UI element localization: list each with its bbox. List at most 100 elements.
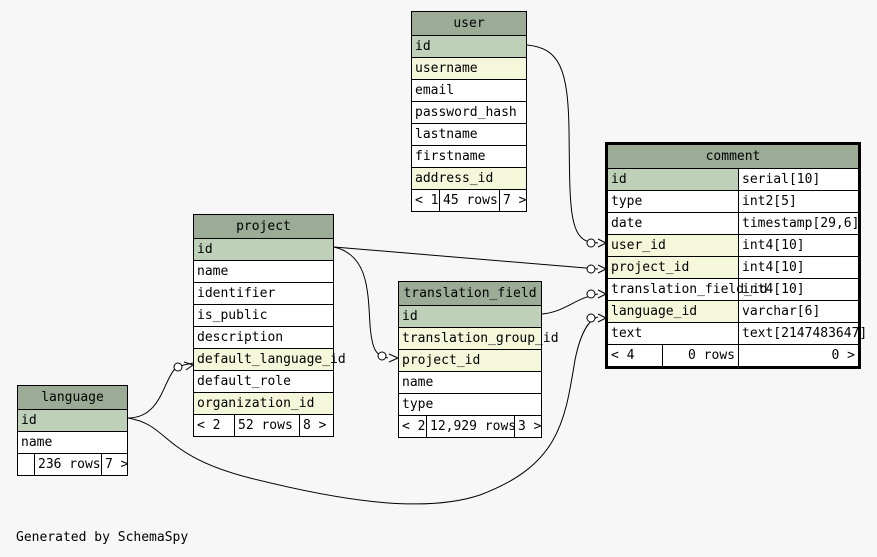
column-row[interactable]: project_id xyxy=(399,349,541,371)
column-row[interactable]: type xyxy=(399,393,541,415)
column-row[interactable]: username xyxy=(412,57,526,79)
column-name: id xyxy=(415,39,431,54)
column-row[interactable]: int4[10] translation_field_id xyxy=(608,278,858,300)
column-type: text[2147483647] xyxy=(738,323,867,344)
table-language[interactable]: language id name 236 rows 7 > xyxy=(17,385,128,476)
column-name: text xyxy=(611,326,643,341)
column-row[interactable]: name xyxy=(18,431,127,453)
column-row[interactable]: name xyxy=(194,260,333,282)
column-row[interactable]: organization_id xyxy=(194,392,333,414)
column-row[interactable]: id xyxy=(194,238,333,260)
column-name: name xyxy=(21,435,53,450)
column-name: default_language_id xyxy=(197,352,346,367)
column-name: date xyxy=(611,216,643,231)
zero-or-many-marker xyxy=(586,238,596,248)
crowfoot-marker xyxy=(183,361,194,371)
column-row[interactable]: is_public xyxy=(194,304,333,326)
column-name: id xyxy=(608,169,738,190)
parents-count[interactable]: < 2 xyxy=(402,419,426,434)
children-count[interactable]: 7 > xyxy=(101,454,128,475)
column-row[interactable]: default_language_id xyxy=(194,348,346,370)
table-footer: < 2 12,929 rows 3 > xyxy=(399,415,541,437)
column-type: varchar[6] xyxy=(738,301,858,322)
table-user[interactable]: user id username email password_hash las… xyxy=(411,11,527,212)
column-row[interactable]: default_role xyxy=(194,370,333,392)
table-footer: < 2 52 rows 8 > xyxy=(194,414,333,436)
column-row[interactable]: password_hash xyxy=(412,101,526,123)
column-row[interactable]: id xyxy=(18,409,127,431)
column-name: identifier xyxy=(197,286,276,301)
column-row[interactable]: id xyxy=(412,35,526,57)
column-name: address_id xyxy=(415,171,494,186)
crowfoot-marker xyxy=(388,353,399,363)
column-row[interactable]: description xyxy=(194,326,333,348)
parents-count[interactable]: < 2 xyxy=(197,418,221,433)
column-row[interactable]: lastname xyxy=(412,123,526,145)
relationship-user-comment[interactable] xyxy=(526,44,599,244)
column-name: type xyxy=(402,397,434,412)
column-row[interactable]: type int2[5] xyxy=(608,190,858,212)
column-name: firstname xyxy=(415,149,486,164)
relationship-project-comment[interactable] xyxy=(333,246,599,270)
column-name: user_id xyxy=(608,235,738,256)
children-count[interactable]: 7 > xyxy=(499,190,526,211)
column-row[interactable]: id serial[10] xyxy=(608,168,858,190)
column-row[interactable]: id xyxy=(399,305,541,327)
column-name: email xyxy=(415,83,455,98)
column-row[interactable]: identifier xyxy=(194,282,333,304)
parents-count[interactable]: < 1 xyxy=(415,193,439,208)
row-count: 236 rows xyxy=(34,454,101,475)
column-row[interactable]: project_id int4[10] xyxy=(608,256,858,278)
column-name: organization_id xyxy=(197,396,315,411)
table-comment[interactable]: comment id serial[10] type int2[5] date … xyxy=(605,142,867,369)
table-header[interactable]: translation_field xyxy=(399,282,541,305)
column-name: username xyxy=(415,61,478,76)
column-name: id xyxy=(402,309,418,324)
column-row[interactable]: email xyxy=(412,79,526,101)
column-name: translation_field_id xyxy=(611,282,768,297)
column-name: project_id xyxy=(608,257,738,278)
generated-by-label: Generated by SchemaSpy xyxy=(16,530,189,545)
children-count[interactable]: 8 > xyxy=(299,415,333,436)
children-count[interactable]: 3 > xyxy=(514,416,541,437)
column-row[interactable]: text text[2147483647] xyxy=(608,322,867,344)
table-header[interactable]: project xyxy=(194,215,333,238)
zero-or-many-marker xyxy=(377,351,387,361)
column-type: timestamp[29,6] xyxy=(738,213,859,234)
children-count[interactable]: 0 > xyxy=(738,345,858,366)
column-row[interactable]: name xyxy=(399,371,541,393)
table-project[interactable]: project id name identifier is_public des… xyxy=(193,214,346,437)
parents-count[interactable]: < 4 xyxy=(611,348,635,363)
column-row[interactable]: user_id int4[10] xyxy=(608,234,858,256)
column-name: id xyxy=(21,413,37,428)
column-name: is_public xyxy=(197,308,268,323)
column-row[interactable]: language_id varchar[6] xyxy=(608,300,858,322)
row-count: 52 rows xyxy=(234,415,299,436)
column-row[interactable]: date timestamp[29,6] xyxy=(608,212,859,234)
table-name: language xyxy=(41,390,104,405)
table-footer: 236 rows 7 > xyxy=(18,453,128,475)
row-count: 12,929 rows xyxy=(426,416,516,437)
relationship-project-translation-field[interactable] xyxy=(333,246,389,359)
table-name: translation_field xyxy=(403,286,537,301)
column-row[interactable]: translation_group_id xyxy=(399,327,559,349)
column-name: description xyxy=(197,330,284,345)
table-header[interactable]: user xyxy=(412,12,526,35)
relationship-language-project[interactable] xyxy=(127,362,194,419)
row-count: 45 rows xyxy=(439,190,499,211)
column-name: type xyxy=(611,194,643,209)
table-name: project xyxy=(236,219,291,234)
column-type: int4[10] xyxy=(738,279,858,300)
column-row[interactable]: address_id xyxy=(412,167,526,189)
column-type: int4[10] xyxy=(738,257,858,278)
column-row[interactable]: firstname xyxy=(412,145,526,167)
table-header[interactable]: comment xyxy=(608,145,858,168)
table-name: user xyxy=(453,16,485,31)
table-header[interactable]: language xyxy=(18,386,127,409)
parents-count[interactable] xyxy=(18,454,34,475)
table-translation-field[interactable]: translation_field id translation_group_i… xyxy=(398,281,559,438)
column-name: id xyxy=(197,242,213,257)
table-footer: < 4 0 rows 0 > xyxy=(608,344,858,366)
relationship-translation-field-comment[interactable] xyxy=(541,293,599,315)
